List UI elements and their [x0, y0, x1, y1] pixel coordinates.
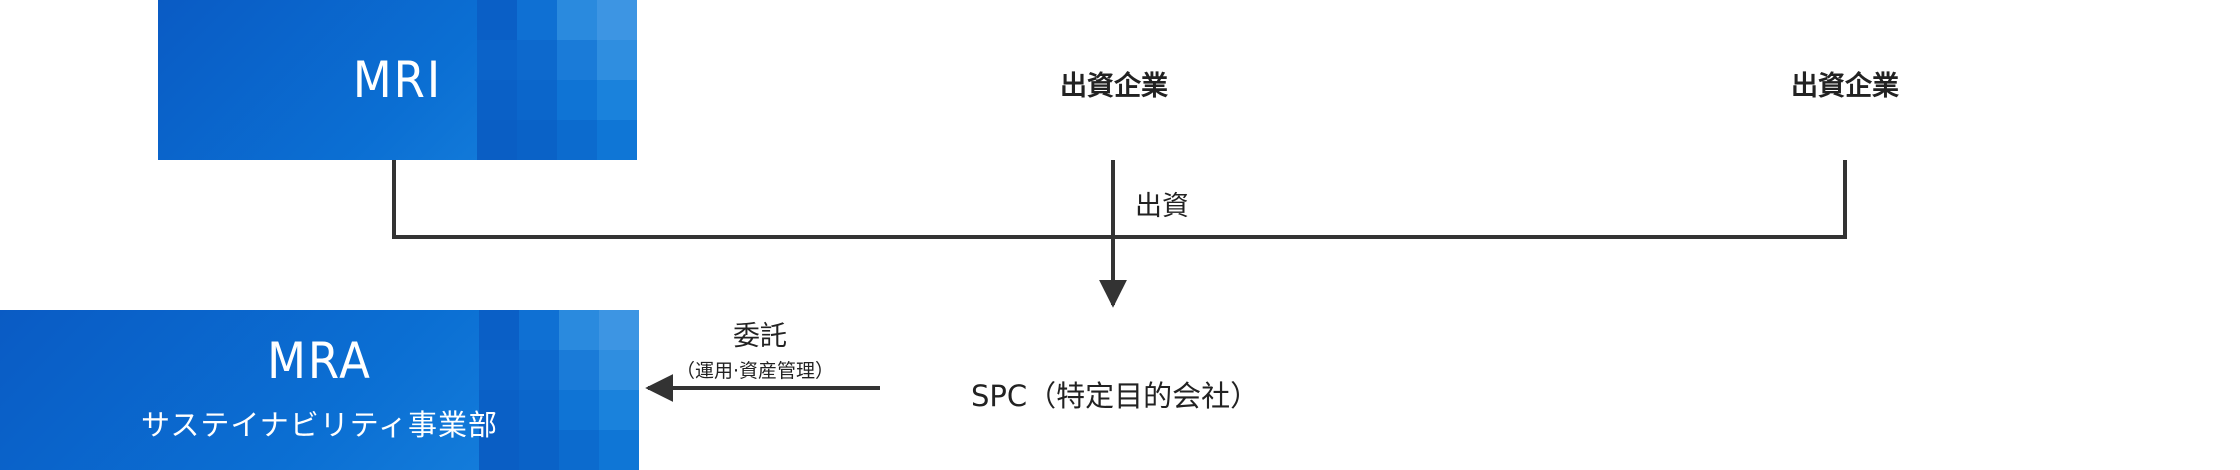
mra-title: MRA — [267, 332, 372, 390]
mra-box: MRA サステイナビリティ事業部 — [0, 310, 639, 470]
mri-title: MRI — [352, 51, 443, 109]
delegation-edge-sublabel: （運用·資産管理） — [676, 360, 835, 382]
mra-text-group: MRA サステイナビリティ事業部 — [141, 336, 498, 444]
investment-edge-label: 出資 — [1135, 191, 1189, 222]
mri-box: MRI — [158, 0, 637, 160]
mri-mosaic-decoration — [477, 0, 637, 160]
delegation-edge-label: 委託 — [733, 321, 787, 352]
spc-label: SPC（特定目的会社） — [971, 379, 1260, 413]
investor-2-label: 出資企業 — [1791, 71, 1899, 102]
investor-1-label: 出資企業 — [1060, 71, 1168, 102]
mra-mosaic-decoration — [479, 310, 639, 470]
mra-subtitle: サステイナビリティ事業部 — [140, 408, 499, 442]
